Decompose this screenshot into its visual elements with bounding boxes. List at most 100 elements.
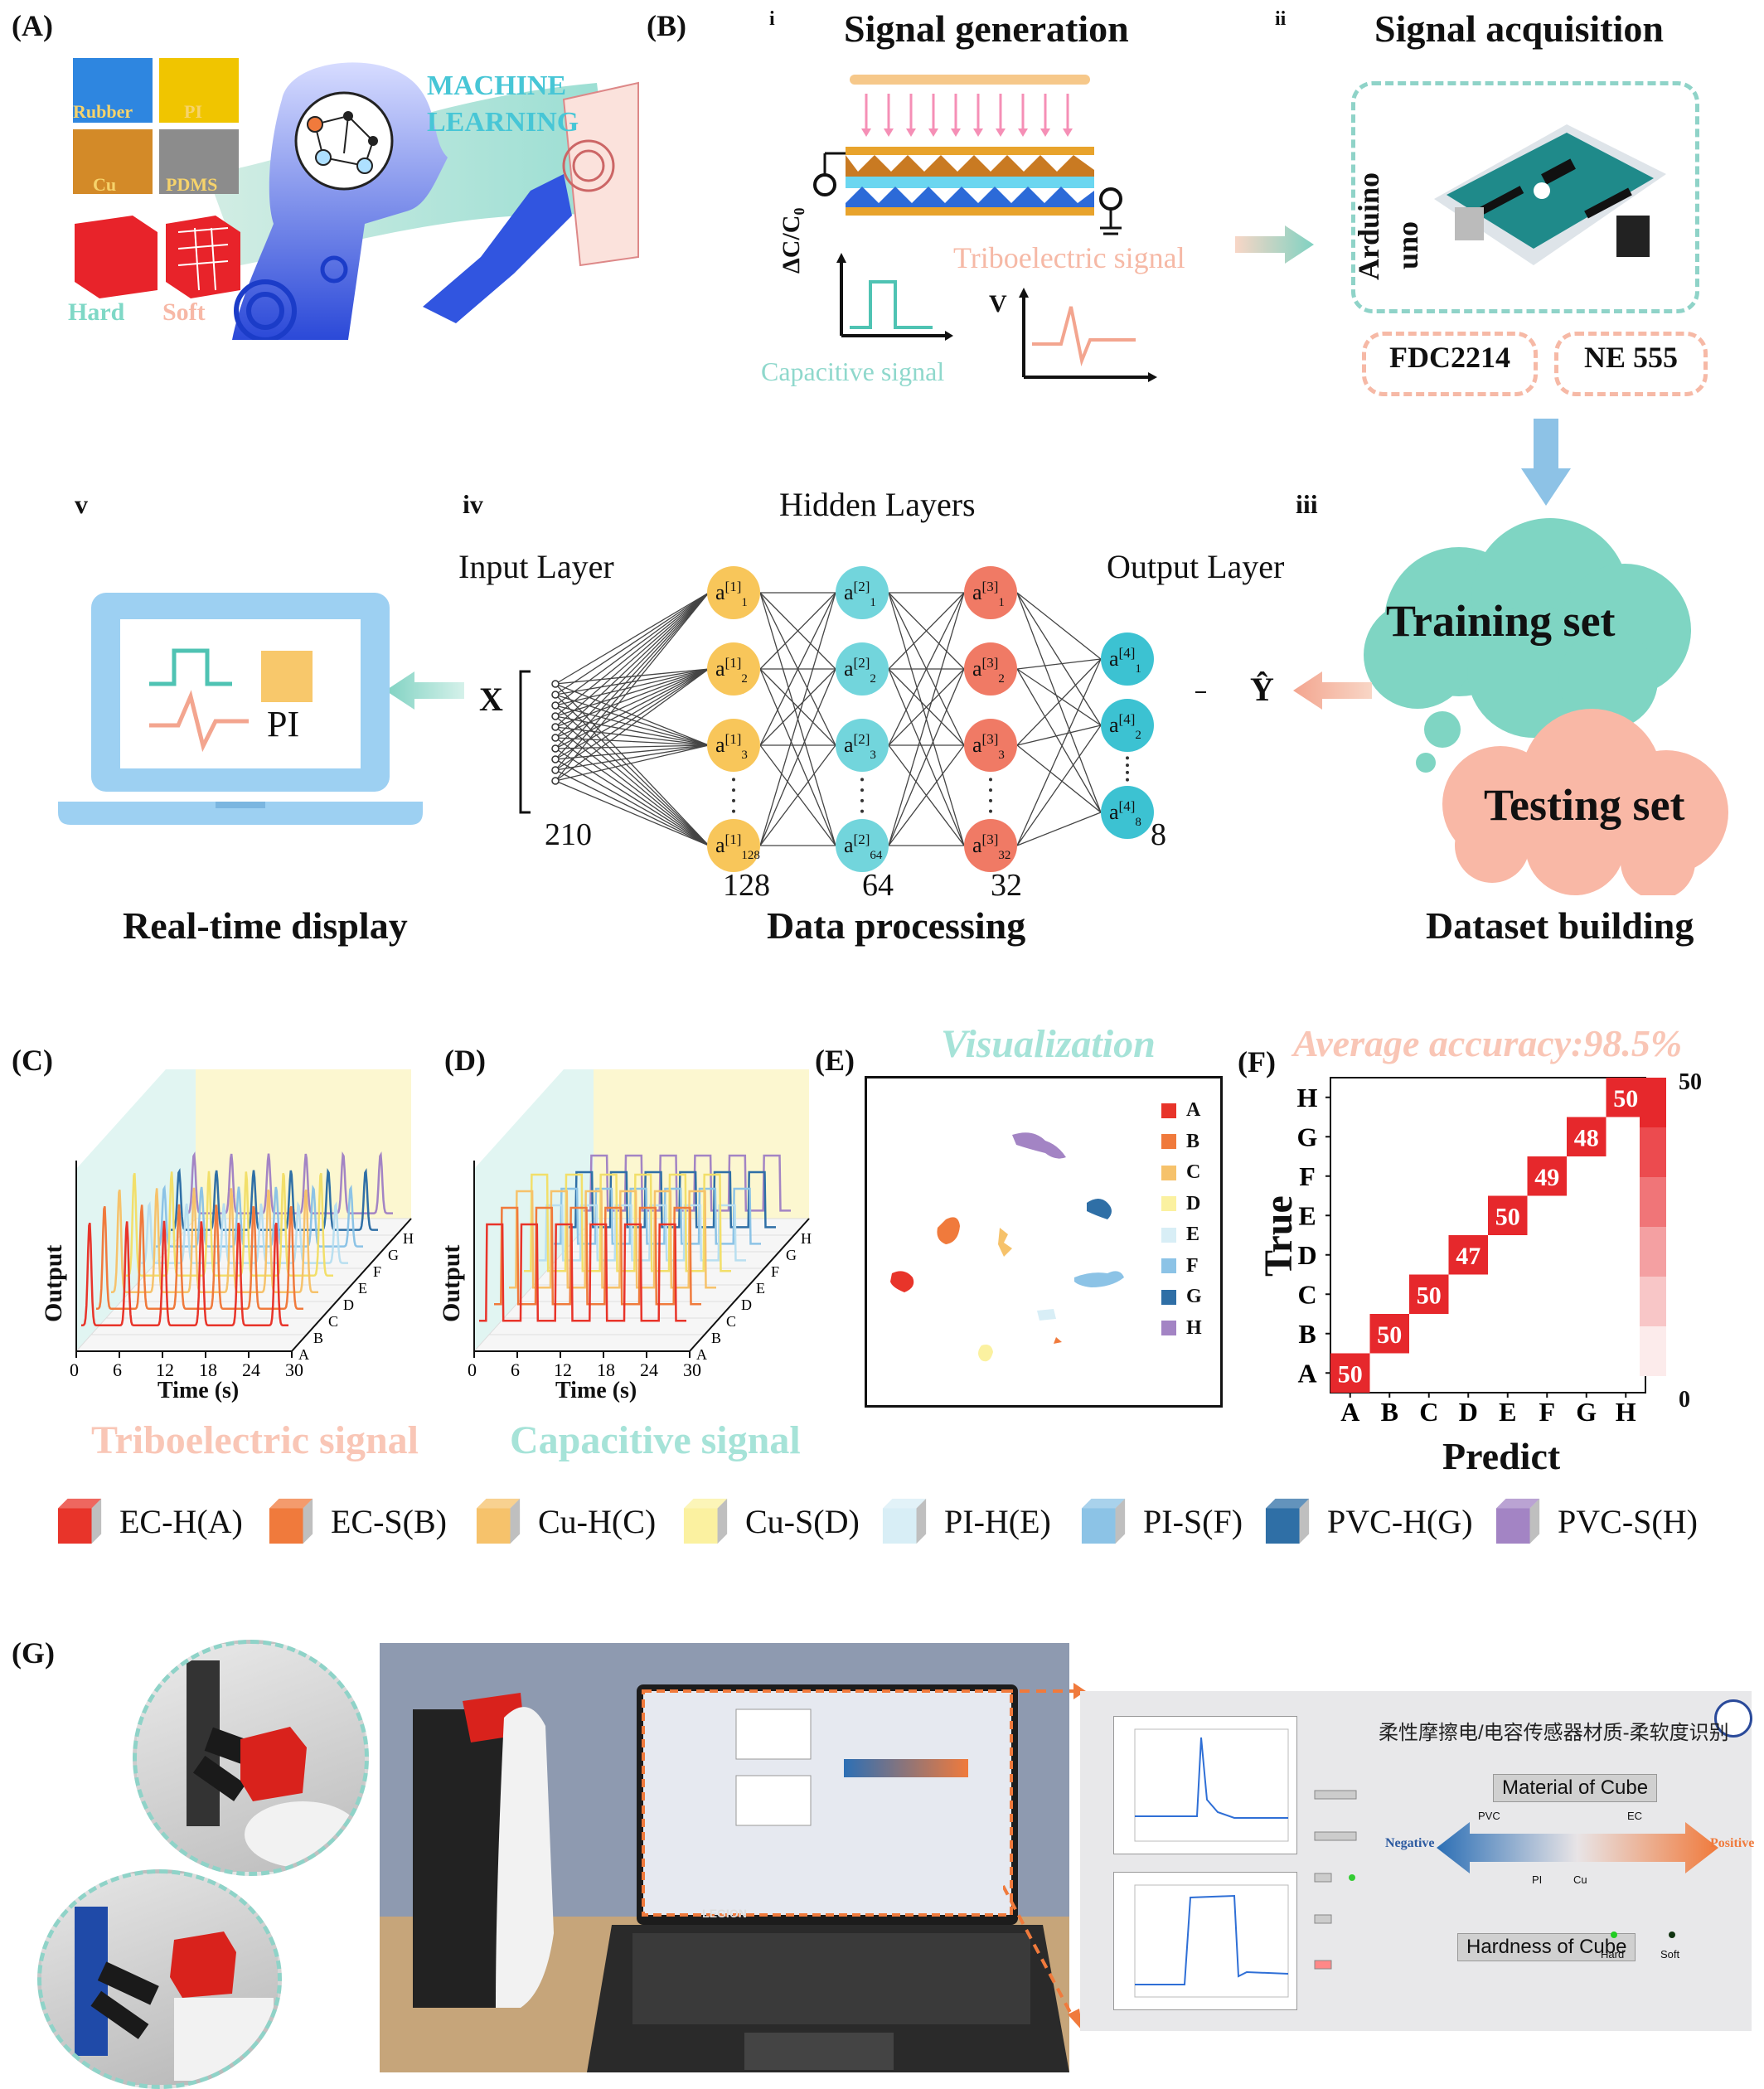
panel-a-illustration — [66, 50, 647, 342]
signal-series-line — [494, 1206, 701, 1306]
legend-label: PVC-S(H) — [1558, 1502, 1698, 1540]
x-tick-label: 30 — [683, 1360, 701, 1380]
tsne-legend-item: D — [1161, 1189, 1202, 1220]
svg-text:48: 48 — [1574, 1124, 1599, 1151]
arduino-box — [1351, 81, 1699, 313]
network-node: a[3]32 — [964, 819, 1017, 872]
panel-c-xlabel: Time (s) — [158, 1378, 240, 1403]
data-processing-title: Data processing — [767, 904, 1026, 947]
panel-label-e: (E) — [815, 1044, 855, 1077]
legend-swatch — [1161, 1196, 1176, 1212]
network-node: a[2]64 — [836, 819, 889, 872]
robot-hand-photo-2 — [37, 1869, 282, 2089]
sensor-diagram — [808, 70, 1123, 245]
screen-title: 柔性摩擦电/电容传感器材质-柔软度识别 — [1379, 1722, 1729, 1744]
x-tick-label: 24 — [640, 1360, 658, 1380]
material-label-pi: PI — [184, 101, 202, 122]
matrix-cell: 50 — [1409, 1274, 1449, 1314]
network-node: a[4]1 — [1101, 633, 1154, 686]
triboelectric-series-arrow — [1437, 1822, 1718, 1873]
capacitive-signal-plot — [779, 245, 953, 361]
tsne-legend-label: B — [1186, 1130, 1200, 1152]
series-letter-label: A — [696, 1346, 707, 1363]
training-set-label: Training set — [1386, 596, 1616, 646]
network-node: a[2]3 — [836, 719, 889, 772]
series-letter-label: F — [373, 1263, 381, 1280]
legend-swatch — [1161, 1227, 1176, 1243]
legend-item: EC-S(B) — [268, 1492, 447, 1550]
ne555-box — [1554, 332, 1708, 396]
legend-swatch — [1161, 1134, 1176, 1150]
legend-label: PI-S(F) — [1143, 1502, 1243, 1540]
y-tick-label: F — [1299, 1161, 1316, 1191]
colorbar-min-label: 0 — [1679, 1387, 1690, 1413]
hardness-of-cube-label: Hardness of Cube — [1457, 1933, 1636, 1961]
network-node: a[3]3 — [964, 719, 1017, 772]
layer2-count-label: 64 — [862, 868, 894, 903]
dataset-building-title: Dataset building — [1426, 904, 1694, 947]
positive-label: Positive — [1710, 1836, 1755, 1850]
y-tick-label: H — [1297, 1083, 1318, 1112]
panel-c-ylabel: Output — [40, 1244, 67, 1322]
lab-setup-photo: LEGION — [380, 1643, 1069, 2072]
laptop-brand: LEGION — [702, 1907, 747, 1920]
zoomed-screen: 柔性摩擦电/电容传感器材质-柔软度识别 Material of Cube Neg… — [1080, 1691, 1755, 2031]
legend-label: EC-S(B) — [331, 1502, 447, 1540]
svg-text:50: 50 — [1613, 1085, 1638, 1112]
network-node: a[4]8 — [1101, 786, 1154, 839]
legend-label: Cu-S(D) — [745, 1502, 860, 1540]
ec-label: EC — [1627, 1810, 1643, 1822]
fdc2214-box — [1362, 332, 1538, 396]
tsne-legend-item: H — [1161, 1313, 1202, 1345]
input-node — [551, 680, 560, 688]
network-node: a[1]2 — [707, 642, 760, 696]
input-node — [551, 691, 560, 699]
series-letter-label: D — [343, 1297, 354, 1313]
pi-label: PI — [1532, 1873, 1543, 1886]
series-letter-label: F — [771, 1263, 779, 1280]
material-of-cube-label: Material of Cube — [1493, 1774, 1658, 1802]
legend-item: PI-H(E) — [881, 1492, 1051, 1550]
step-ii-label: ii — [1275, 8, 1287, 30]
signal-acquisition-title: Signal acquisition — [1374, 7, 1664, 50]
input-count-label: 210 — [545, 817, 592, 852]
robot-hand-photo-1 — [133, 1640, 369, 1876]
tsne-legend-label: F — [1186, 1254, 1199, 1277]
laptop-icon — [41, 584, 439, 833]
network-node: a[1]3 — [707, 719, 760, 772]
x-tick-label: 12 — [156, 1360, 174, 1380]
panel-e-title: Visualization — [941, 1022, 1156, 1066]
cube-icon — [1265, 1498, 1310, 1544]
network-node: a[2]2 — [836, 642, 889, 696]
input-node — [551, 755, 560, 763]
signal-series-line — [569, 1171, 776, 1229]
svg-text:50: 50 — [1495, 1203, 1520, 1230]
tsne-legend-item: E — [1161, 1219, 1202, 1251]
x-tick-label: 18 — [597, 1360, 615, 1380]
cap-axis-label: ΔC/C₀ — [778, 207, 805, 274]
panel-label-g: (G) — [12, 1636, 55, 1670]
dataset-clouds — [1359, 514, 1741, 899]
triboelectric-signal-label: Triboelectric signal — [953, 241, 1185, 274]
layer1-count-label: 128 — [723, 868, 770, 903]
network-node: a[1]128 — [707, 819, 760, 872]
x-tick-label: 0 — [70, 1360, 79, 1380]
matrix-cell: 50 — [1606, 1078, 1645, 1117]
panel-label-a: (A) — [12, 9, 53, 42]
v-axis-label: V — [989, 290, 1007, 317]
control-column — [1311, 1782, 1369, 1998]
panel-f-title: Average accuracy:98.5% — [1293, 1022, 1683, 1064]
layer3-count-label: 32 — [991, 868, 1022, 903]
svg-text:50: 50 — [1338, 1360, 1363, 1388]
input-node — [551, 712, 560, 720]
soft-label: Soft — [162, 298, 206, 326]
panel-c-caption: Triboelectric signal — [91, 1418, 419, 1462]
series-letter-label: H — [801, 1230, 812, 1247]
y-tick-label: D — [1297, 1240, 1316, 1270]
tsne-legend-label: H — [1186, 1316, 1202, 1339]
machine-learning-label: MACHINE LEARNING — [427, 70, 579, 138]
legend-item: Cu-H(C) — [475, 1492, 656, 1550]
cube-icon — [1081, 1498, 1126, 1544]
